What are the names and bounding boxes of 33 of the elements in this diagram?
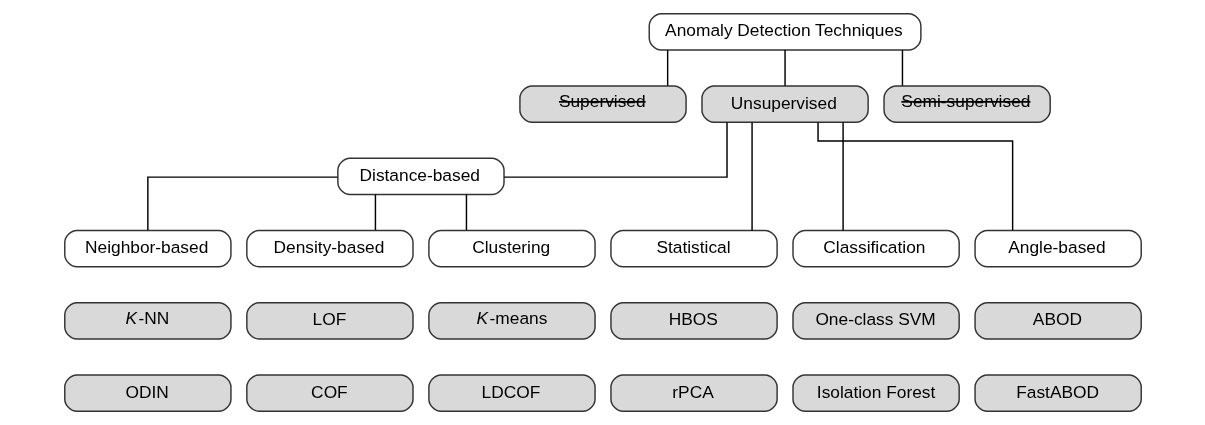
node-box: Clustering (427, 229, 596, 268)
node-box: Unsupervised (700, 85, 869, 123)
connector (502, 121, 728, 178)
node-box: K-NN (63, 302, 232, 340)
connector (465, 193, 467, 231)
connector (901, 49, 903, 87)
node-box: Angle-based (973, 229, 1142, 268)
node-box: Statistical (609, 229, 778, 268)
node-box: LOF (245, 302, 414, 340)
node-box: K-means (427, 302, 596, 340)
node-box: LDCOF (427, 374, 596, 412)
node-box: ODIN (63, 374, 232, 412)
connector (816, 121, 1013, 232)
node-box: One-class SVM (791, 302, 960, 340)
node-box: Neighbor-based (63, 229, 232, 268)
connector (783, 49, 786, 87)
node-box: Distance-based (336, 157, 505, 196)
connector (841, 121, 844, 232)
node-box: Density-based (245, 229, 414, 268)
connector (750, 121, 753, 232)
node-box: Semi-supervised (882, 85, 1051, 123)
connector (146, 176, 338, 231)
node-box: Classification (791, 229, 960, 268)
node-box: Supervised (518, 85, 687, 123)
connector (666, 49, 668, 87)
connector (374, 193, 376, 231)
node-box: Isolation Forest (791, 374, 960, 412)
node-box: COF (245, 374, 414, 412)
node-box: rPCA (609, 374, 778, 412)
node-box: ABOD (973, 302, 1142, 340)
node-box: HBOS (609, 302, 778, 340)
node-box: FastABOD (973, 374, 1142, 412)
node-box: Anomaly Detection Techniques (648, 13, 922, 51)
